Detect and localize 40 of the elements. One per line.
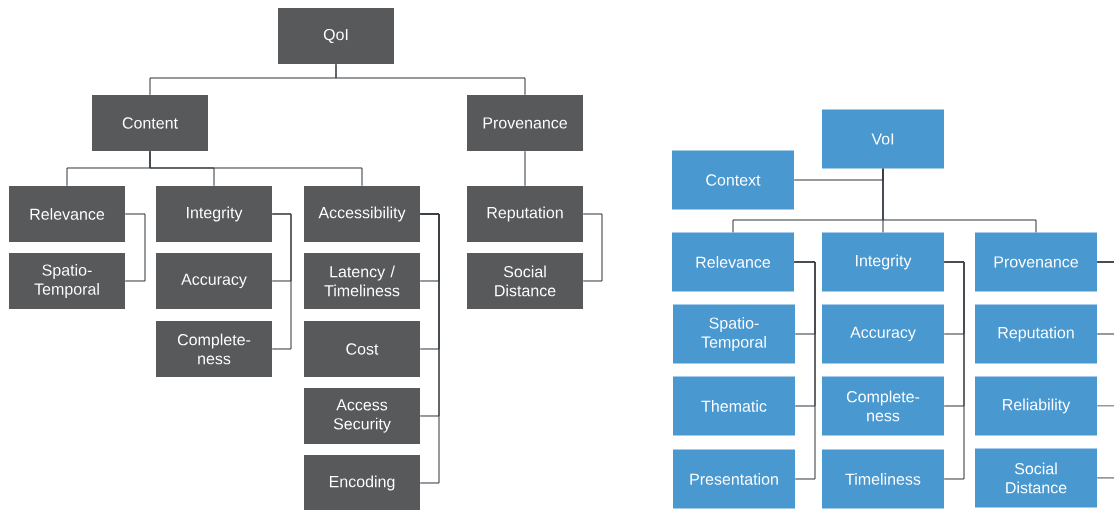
connector-line <box>149 150 363 187</box>
category-box: Relevance <box>9 186 125 242</box>
category-box: Relevance <box>672 232 794 292</box>
category-box: Content <box>92 95 208 151</box>
category-box: Presentation <box>673 449 795 509</box>
category-box: Complete- ness <box>156 321 272 377</box>
connector-line <box>419 213 440 484</box>
category-box: Access Security <box>304 388 420 444</box>
category-box: Timeliness <box>822 449 944 509</box>
connector-line <box>124 213 146 282</box>
connector-line <box>882 168 1037 233</box>
category-box: Context <box>672 150 794 210</box>
category-box: Encoding <box>304 455 420 510</box>
connector-line <box>582 213 603 282</box>
category-box: Social Distance <box>975 448 1097 508</box>
category-box: QoI <box>278 8 394 64</box>
category-box: Provenance <box>975 232 1097 292</box>
category-box: Reputation <box>975 304 1097 364</box>
category-box: Provenance <box>467 95 583 151</box>
category-box: VoI <box>822 109 944 169</box>
category-box: Latency / Timeliness <box>304 253 420 309</box>
category-box: Reputation <box>467 186 583 242</box>
category-box: Integrity <box>156 186 272 242</box>
category-box: Integrity <box>822 232 944 292</box>
connector-line <box>943 261 965 480</box>
category-box: Complete- ness <box>822 376 944 436</box>
category-box: Accuracy <box>822 304 944 364</box>
connector-line <box>335 63 526 96</box>
category-box: Cost <box>304 321 420 377</box>
category-box: Accessibility <box>304 186 420 242</box>
connector-line <box>1096 261 1114 479</box>
category-box: Accuracy <box>156 253 272 309</box>
category-box: Spatio- Temporal <box>9 253 125 309</box>
category-box: Social Distance <box>467 253 583 309</box>
connector-line <box>793 261 816 480</box>
category-box: Reliability <box>975 376 1097 436</box>
connector-line <box>271 213 292 350</box>
category-box: Spatio- Temporal <box>673 304 795 364</box>
connector-line <box>524 150 526 187</box>
category-box: Thematic <box>673 376 795 436</box>
